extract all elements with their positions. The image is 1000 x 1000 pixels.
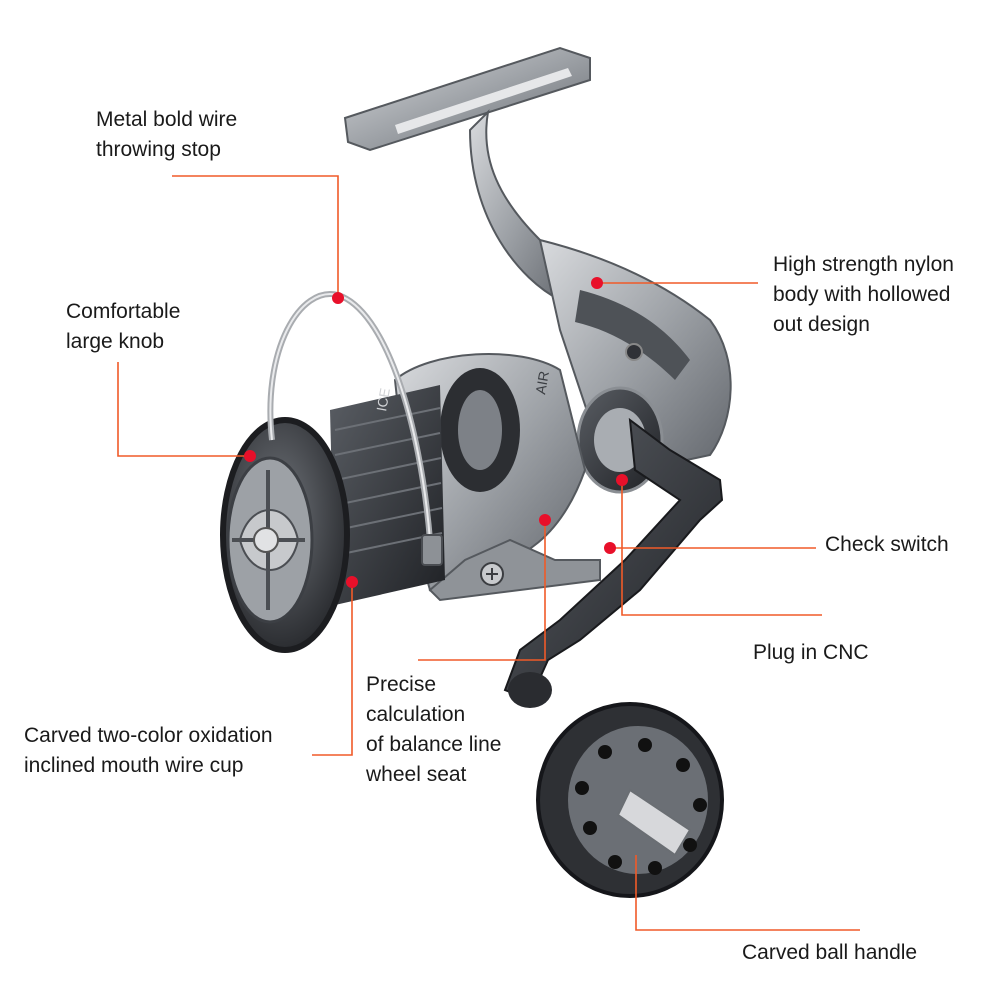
callout-plug-cnc: Plug in CNC bbox=[753, 641, 869, 664]
marker-body bbox=[591, 277, 603, 289]
leader-wire-stop bbox=[172, 175, 339, 298]
spool-brand-text: ICE bbox=[373, 387, 393, 413]
callout-ball-handle: Carved ball handle bbox=[742, 941, 918, 964]
reel-spool bbox=[220, 385, 445, 653]
marker-wire-stop bbox=[332, 292, 344, 304]
leader-lines bbox=[117, 175, 860, 931]
markers bbox=[244, 277, 628, 588]
reel-handle bbox=[503, 417, 724, 898]
leader-wire-cup bbox=[312, 582, 353, 756]
marker-wheel-seat bbox=[539, 514, 551, 526]
marker-knob bbox=[244, 450, 256, 462]
leader-wheel-seat bbox=[418, 520, 546, 661]
marker-plug-cnc bbox=[616, 474, 628, 486]
callout-wire-stop: Metal bold wire throwing stop bbox=[96, 108, 238, 161]
leader-ball-handle bbox=[635, 855, 860, 931]
marker-check-switch bbox=[604, 542, 616, 554]
marker-wire-cup bbox=[346, 576, 358, 588]
leader-plug-cnc bbox=[621, 480, 822, 616]
callout-check-switch: Check switch bbox=[825, 533, 949, 556]
frame-brand-text: AIR bbox=[532, 370, 552, 396]
callout-body: High strength nylon body with hollowed o… bbox=[773, 253, 954, 336]
callout-knob: Comfortable large knob bbox=[66, 300, 181, 353]
callout-wire-cup: Carved two-color oxidation inclined mout… bbox=[24, 724, 273, 777]
leader-knob bbox=[117, 362, 250, 457]
callout-wheel-seat: Precise calculation of balance line whee… bbox=[366, 673, 502, 786]
fishing-reel: ICE AIR bbox=[220, 46, 732, 898]
